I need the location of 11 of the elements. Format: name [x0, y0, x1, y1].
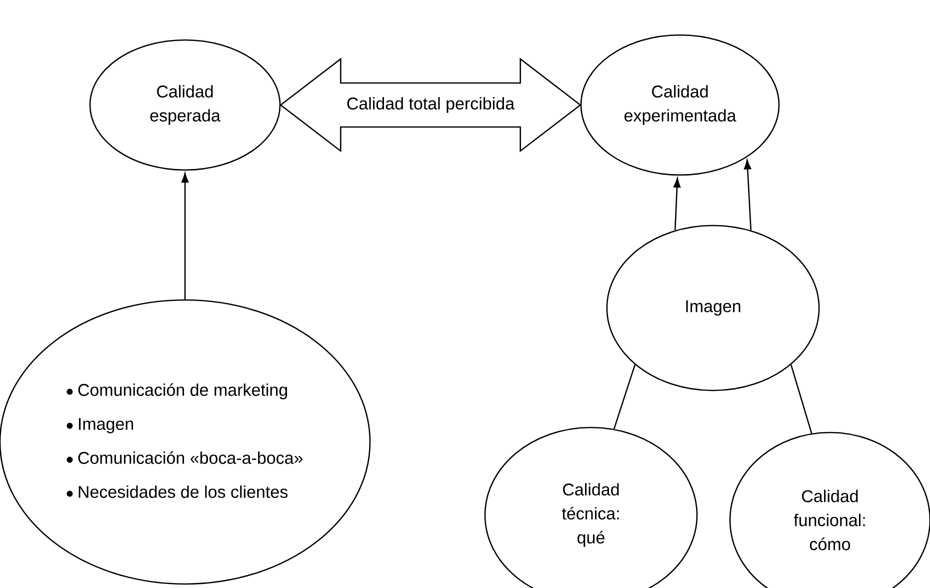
ellipse-node: Calidad esperada	[89, 39, 281, 171]
edge-label: Calidad total percibida	[345, 96, 516, 114]
list-item: Imagen	[79, 418, 134, 434]
list-item: Comunicación «boca-a-boca»	[78, 451, 303, 464]
arrow	[673, 178, 681, 230]
arrow	[181, 172, 189, 300]
list-item: Necesidades de los clientes	[78, 485, 288, 498]
arrow	[744, 160, 752, 230]
list-item: Comunicación de marketing	[78, 383, 287, 400]
ellipse-node: Imagen	[606, 224, 820, 392]
ellipse-node: Calidad experimentada	[580, 34, 780, 176]
